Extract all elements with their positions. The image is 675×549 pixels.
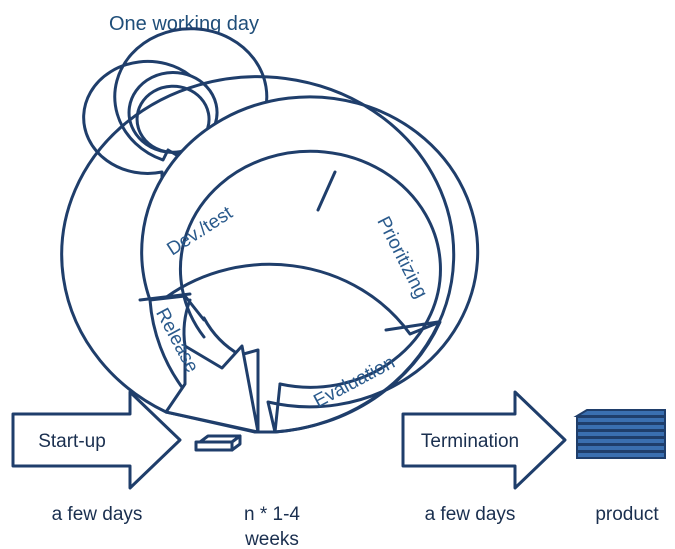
daily-cycle-title: One working day [109,13,259,35]
startup-arrow: Start-up [11,390,182,490]
startup-label: Start-up [38,431,106,452]
cycle-duration-caption-line1: n * 1-4 [244,504,300,525]
product-caption: product [595,504,659,525]
cycle-duration-caption-line2: weeks [244,529,299,549]
product-stack-icon [573,409,666,459]
increment-icon [194,434,242,452]
sprint-cycle-ring [60,75,480,434]
termination-arrow: Termination [401,390,567,490]
termination-label: Termination [421,431,519,452]
startup-duration-caption: a few days [52,504,143,525]
termination-duration-caption: a few days [425,504,516,525]
